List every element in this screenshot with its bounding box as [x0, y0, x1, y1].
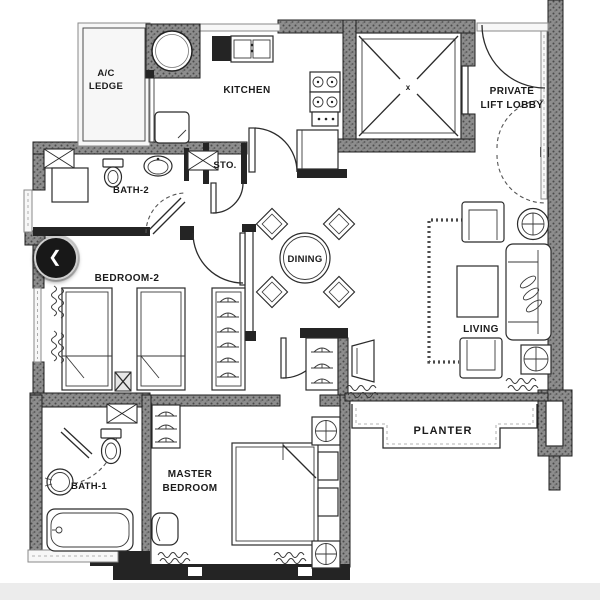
kitchen-fixtures [145, 23, 341, 170]
bedroom2-furniture [61, 287, 246, 392]
hallway-furniture [305, 337, 375, 391]
planter-outline [351, 404, 538, 449]
bath2-fixtures [43, 148, 219, 203]
living-furniture [427, 201, 552, 379]
room-label-bath2: BATH-2 [113, 185, 149, 196]
bath1-fixtures [44, 428, 134, 552]
master-furniture [106, 403, 341, 569]
image-letterbox [0, 583, 600, 600]
room-labels: A/C LEDGE KITCHEN STO. BATH-2 PRIVATE LI… [71, 68, 543, 494]
dining-furniture [255, 207, 356, 309]
lift-shaft [355, 32, 469, 140]
room-label-living: LIVING [463, 324, 499, 335]
lift-cross-mark: x [406, 83, 411, 92]
room-label-planter: PLANTER [414, 425, 473, 437]
room-label-dining: DINING [287, 254, 322, 265]
room-label-ac-ledge-line1: A/C [97, 68, 114, 79]
previous-image-button[interactable]: ❮ [34, 236, 78, 280]
room-label-kitchen: KITCHEN [223, 85, 270, 96]
room-label-master-line1: MASTER [168, 469, 213, 480]
room-label-lift-lobby-line2: LIFT LOBBY [481, 100, 544, 111]
room-label-ac-ledge-line2: LEDGE [89, 81, 123, 92]
chevron-left-icon: ❮ [48, 249, 62, 266]
room-label-sto: STO. [213, 160, 236, 171]
room-label-lift-lobby-line1: PRIVATE [490, 86, 535, 97]
doors [60, 24, 546, 486]
room-label-master-line2: BEDROOM [162, 483, 217, 494]
room-label-bedroom2: BEDROOM-2 [95, 273, 160, 284]
room-label-bath1: BATH-1 [71, 481, 107, 492]
